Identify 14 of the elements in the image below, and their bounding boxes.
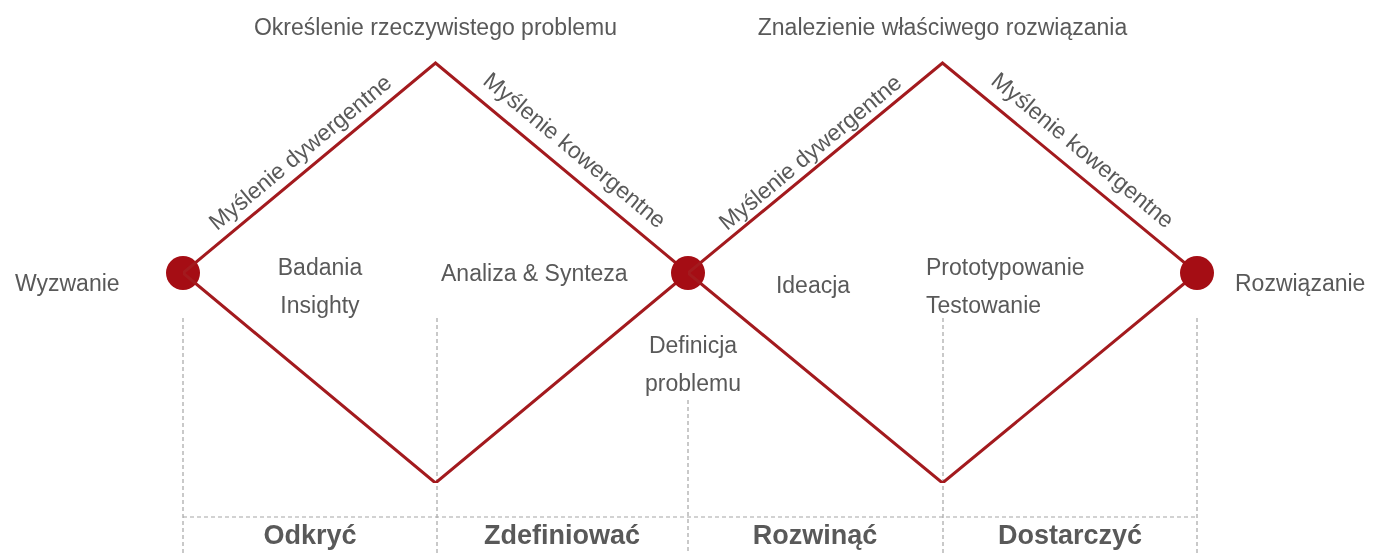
stage-text: Prototypowanie Testowanie [926,253,1086,320]
phase-label: Odkryć [263,521,357,549]
heading-text: Określenie rzeczywistego problemu [252,13,618,42]
stage-text: Ideacja [774,271,852,300]
stage-text: Badania Insighty [276,253,364,320]
node-caption: Wyzwanie [15,269,120,298]
phase-label: Dostarczyć [997,521,1143,549]
node-caption: Rozwiązanie [1235,269,1366,298]
phase-label: Zdefiniować [484,521,640,549]
phase-label: Rozwinąć [752,521,878,549]
heading-text: Znalezienie właściwego rozwiązania [756,13,1129,42]
stage-text: Analiza & Synteza [441,259,629,288]
stage-caption: Definicja problemu [644,331,742,398]
circle-node [1180,256,1214,290]
